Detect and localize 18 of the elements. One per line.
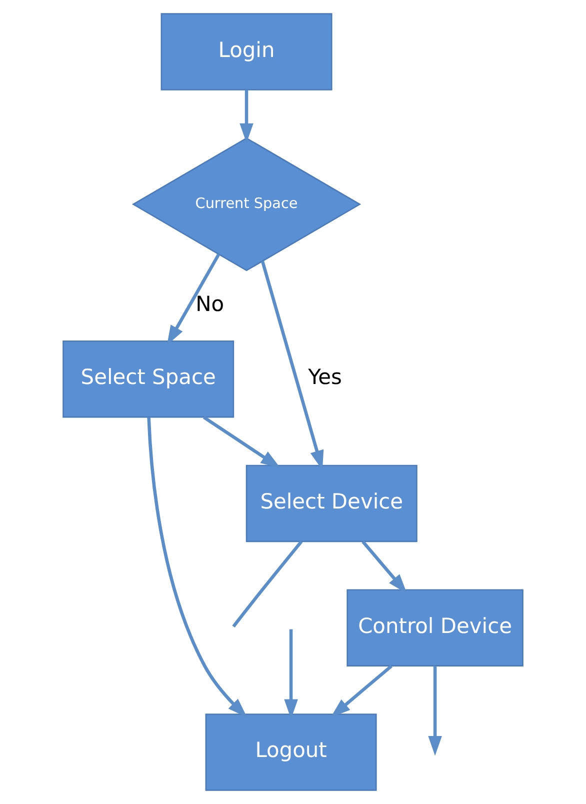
node-box: Select Space bbox=[62, 340, 234, 418]
arrow bbox=[428, 666, 442, 756]
arrow bbox=[362, 540, 408, 594]
arrow bbox=[166, 254, 220, 346]
arrow bbox=[240, 90, 254, 144]
arrow bbox=[330, 664, 392, 718]
node-box: Control Device bbox=[346, 589, 524, 666]
arrow bbox=[147, 417, 248, 718]
arrow bbox=[260, 260, 324, 470]
connector bbox=[232, 540, 303, 628]
node-diamond: Current Space bbox=[132, 137, 362, 272]
node-box: Logout bbox=[205, 714, 377, 791]
node-box: Select Device bbox=[246, 464, 418, 542]
arrow bbox=[202, 416, 280, 468]
arrow bbox=[284, 629, 298, 719]
edge-label: No bbox=[196, 292, 224, 316]
edge-label: Yes bbox=[308, 365, 342, 390]
node-box: Login bbox=[160, 13, 332, 90]
